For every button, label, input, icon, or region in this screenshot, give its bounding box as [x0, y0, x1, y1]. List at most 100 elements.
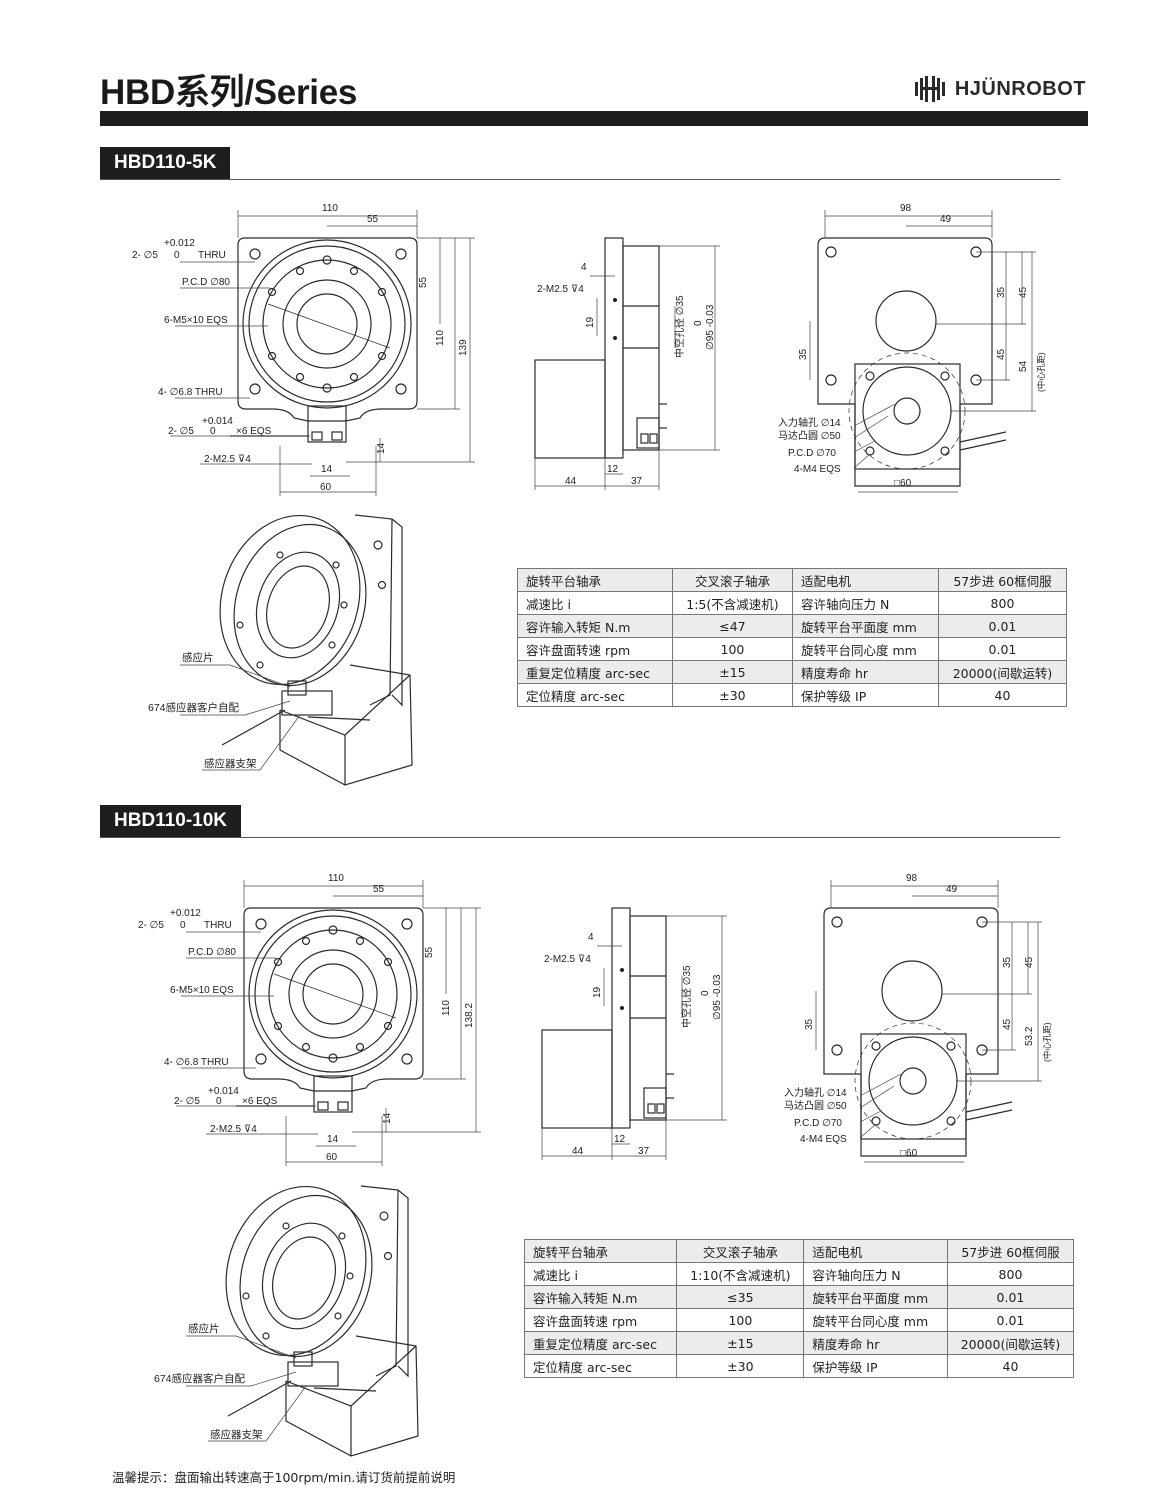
table-row: 定位精度 arc-sec ±30 保护等级 IP 40 — [517, 683, 1068, 707]
callout-sensor-plate: 感应片 — [182, 651, 214, 664]
side-dim-44: 44 — [572, 1146, 584, 1157]
side-dim-4: 4 — [588, 932, 594, 943]
rear-dim-m4: 4-M4 EQS — [800, 1134, 847, 1145]
rear-dim-49: 49 — [946, 884, 958, 895]
dim-m5: 6-M5×10 EQS — [164, 315, 228, 326]
section-model-label: HBD110-5K — [100, 147, 231, 179]
spec-value: 20000(间歇运转) — [937, 660, 1068, 684]
dim-width-half: 55 — [367, 214, 379, 225]
spec-value: 57步进 60框伺服 — [946, 1239, 1075, 1263]
dim-tol2-top: +0.014 — [202, 416, 233, 427]
spec-label: 容许输入转矩 N.m — [523, 1285, 678, 1309]
spec-table: 旋转平台轴承 交叉滚子轴承 适配电机 57步进 60框伺服 减速比 i 1:10… — [523, 1239, 1075, 1378]
spec-label: 保护等级 IP — [792, 683, 939, 707]
spec-label: 容许盘面转速 rpm — [523, 1308, 678, 1332]
rear-dim-boss: 马达凸圆 ∅50 — [778, 430, 841, 442]
table-row: 减速比 i 1:10(不含减速机) 容许轴向压力 N 800 — [523, 1262, 1075, 1286]
dim-pin-top: 2- ∅5 — [138, 920, 164, 931]
dim-bottom-60: 60 — [320, 482, 332, 493]
front-view-drawing: 110 55 55 110 139 60 14 14 +0.012 2- ∅5 … — [120, 196, 490, 496]
spec-label: 重复定位精度 arc-sec — [517, 660, 673, 684]
dim-pin-top-suffix: THRU — [204, 920, 232, 931]
rear-dim-sq60: □60 — [894, 478, 912, 489]
spec-label: 容许轴向压力 N — [803, 1262, 948, 1286]
spec-label: 减速比 i — [517, 591, 673, 615]
dim-m25: 2-M2.5 ⊽4 — [210, 1124, 257, 1135]
spec-label: 旋转平台轴承 — [523, 1239, 678, 1263]
side-dim-dia95: ∅95 -0.03 — [712, 974, 723, 1020]
dim-h-total: 139 — [458, 339, 469, 356]
rear-dim-shaft: 入力轴孔 ∅14 — [784, 1086, 847, 1099]
table-row: 减速比 i 1:5(不含减速机) 容许轴向压力 N 800 — [517, 591, 1068, 615]
table-row: 容许输入转矩 N.m ≤35 旋转平台平面度 mm 0.01 — [523, 1285, 1075, 1309]
dim-side-14: 14 — [382, 1112, 393, 1124]
spec-value: 20000(间歇运转) — [946, 1331, 1075, 1355]
rear-dim-45a: 45 — [1024, 956, 1035, 968]
dim-width-half: 55 — [373, 884, 385, 895]
table-row: 容许盘面转速 rpm 100 旋转平台同心度 mm 0.01 — [523, 1308, 1075, 1332]
spec-label: 旋转平台平面度 mm — [792, 614, 939, 638]
rear-dim-boss: 马达凸圆 ∅50 — [784, 1100, 847, 1112]
rear-center-dist: (中心孔距) — [1036, 352, 1046, 392]
rear-center-dist: (中心孔距) — [1042, 1022, 1052, 1062]
side-dim-dia95: ∅95 -0.03 — [705, 304, 716, 350]
side-dim-m25: 2-M2.5 ⊽4 — [537, 284, 584, 295]
spec-label: 适配电机 — [803, 1239, 948, 1263]
side-dim-tol-zero: 0 — [700, 990, 711, 996]
rear-dim-98: 98 — [906, 873, 918, 884]
dim-bottom-60: 60 — [326, 1152, 338, 1163]
rear-dim-shaft: 入力轴孔 ∅14 — [778, 416, 841, 429]
spec-value: 40 — [946, 1354, 1075, 1378]
rear-dim-35: 35 — [1002, 956, 1013, 968]
front-view-drawing: 110 55 55 110 138.2 60 14 14 +0.012 2- ∅… — [126, 866, 496, 1166]
rear-dim-45b: 45 — [996, 348, 1007, 360]
spec-value: ≤47 — [671, 614, 794, 638]
dim-width-total: 110 — [322, 203, 338, 214]
side-dim-tol-zero: 0 — [693, 320, 704, 326]
brand: HJÜNROBOT — [913, 74, 1086, 104]
dim-tol1-top: +0.012 — [170, 908, 201, 919]
rear-dim-35: 35 — [996, 286, 1007, 298]
side-dim-12: 12 — [607, 464, 619, 475]
dim-side-14: 14 — [376, 442, 387, 454]
spec-value: 800 — [937, 591, 1068, 615]
side-dim-4: 4 — [581, 262, 587, 273]
table-row: 容许盘面转速 rpm 100 旋转平台同心度 mm 0.01 — [517, 637, 1068, 661]
spec-label: 适配电机 — [792, 568, 939, 592]
dim-pcd: P.C.D ∅80 — [188, 947, 236, 958]
dim-pin-top-suffix: THRU — [198, 250, 226, 261]
spec-value: 100 — [676, 1308, 805, 1332]
spec-value: 40 — [937, 683, 1068, 707]
brand-name: HJÜNROBOT — [954, 77, 1086, 100]
rear-dim-sq60: □60 — [900, 1148, 918, 1159]
rear-dim-pcd70: P.C.D ∅70 — [788, 448, 836, 459]
spec-label: 保护等级 IP — [803, 1354, 948, 1378]
rear-dim-49: 49 — [940, 214, 952, 225]
dim-thru68: 4- ∅6.8 THRU — [164, 1057, 229, 1068]
dim-bottom-14: 14 — [327, 1134, 339, 1145]
side-dim-44: 44 — [565, 476, 577, 487]
dim-m5: 6-M5×10 EQS — [170, 985, 234, 996]
dim-thru68: 4- ∅6.8 THRU — [158, 387, 223, 398]
spec-label: 旋转平台平面度 mm — [803, 1285, 948, 1309]
rear-dim-45a: 45 — [1018, 286, 1029, 298]
dim-tol1-top: +0.012 — [164, 238, 195, 249]
dim-tol1-bottom: 0 — [180, 920, 186, 931]
spec-value: 0.01 — [937, 614, 1068, 638]
side-dim-37: 37 — [638, 1146, 650, 1157]
spec-label: 旋转平台同心度 mm — [803, 1308, 948, 1332]
table-row: 重复定位精度 arc-sec ±15 精度寿命 hr 20000(间歇运转) — [523, 1331, 1075, 1355]
brand-logo-icon — [914, 76, 945, 102]
spec-label: 容许输入转矩 N.m — [517, 614, 673, 638]
section-model-label: HBD110-10K — [100, 805, 241, 837]
spec-value: 1:10(不含减速机) — [676, 1262, 805, 1286]
footer-note: 温馨提示：盘面输出转速高于100rpm/min.请订货前提前说明 — [112, 1470, 456, 1485]
spec-value: 800 — [946, 1262, 1075, 1286]
spec-label: 旋转平台同心度 mm — [792, 637, 939, 661]
spec-value: 交叉滚子轴承 — [676, 1239, 805, 1263]
callout-sensor-bracket: 感应器支架 — [204, 757, 257, 770]
page-title: HBD系列/Series — [100, 73, 358, 112]
spec-label: 精度寿命 hr — [792, 660, 939, 684]
side-dim-hollow: 中空孔径 ∅35 — [673, 295, 686, 358]
spec-label: 容许盘面转速 rpm — [517, 637, 673, 661]
